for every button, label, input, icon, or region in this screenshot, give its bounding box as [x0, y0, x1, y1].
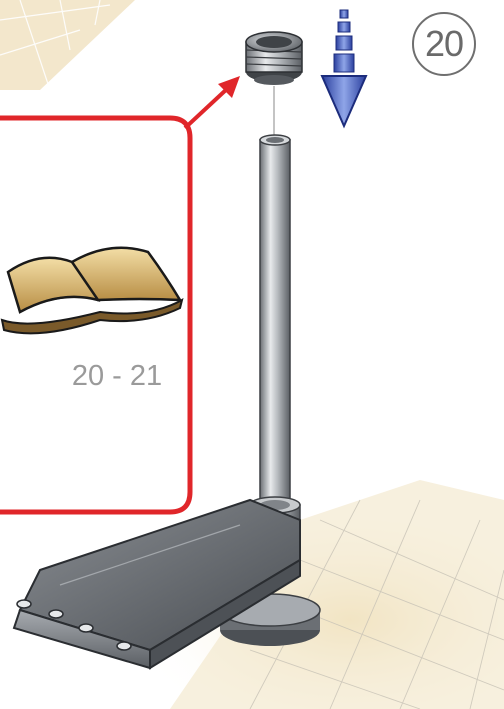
floor-patch-top — [0, 0, 135, 90]
red-arrow-icon — [185, 76, 240, 128]
page-reference: 20 - 21 — [62, 362, 172, 391]
step-number-badge: 20 — [412, 12, 476, 76]
vertical-pole — [260, 135, 290, 520]
down-arrow-icon — [322, 10, 366, 126]
threaded-cap — [246, 32, 302, 85]
step-number: 20 — [425, 26, 463, 62]
